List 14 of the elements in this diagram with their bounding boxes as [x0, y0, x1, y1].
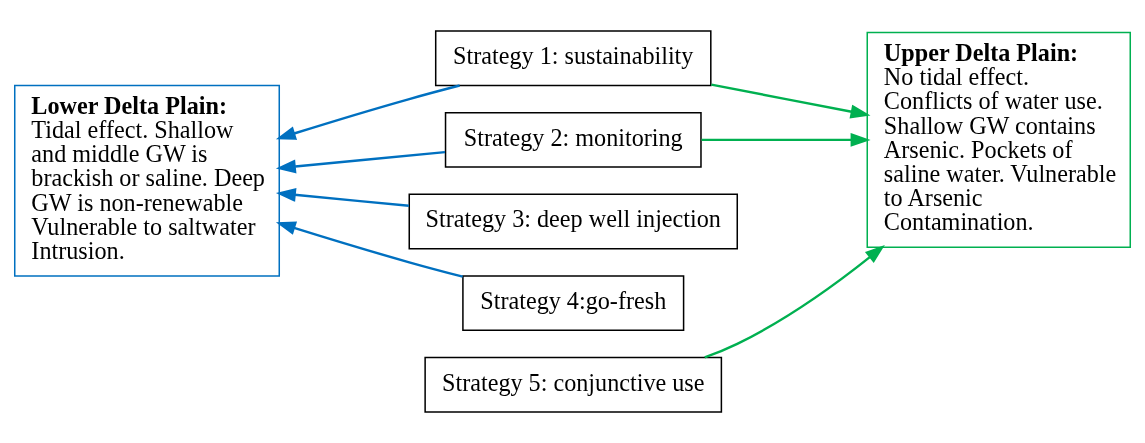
node-box: Strategy 5: conjunctive use	[424, 356, 723, 413]
arrow	[275, 150, 446, 174]
node-box: Strategy 3: deep well injection	[408, 193, 738, 250]
arrow	[275, 84, 460, 140]
node-box: Strategy 4:go-fresh	[462, 275, 685, 332]
arrow	[701, 132, 871, 147]
node-box: Strategy 2: monitoring	[444, 111, 702, 168]
node-box: Lower Delta Plain: Tidal effect. Shallow and middle GW is brackish or saline. Deep GW is non-renewable Vulnerable to saltwater Intrusion.	[14, 84, 280, 277]
arrow	[711, 83, 871, 119]
node-box: Upper Delta Plain: No tidal effect. Conflicts of water use. Shallow GW contains Arsenic. Pockets of saline water. Vulnerable to Arsenic Contamination.	[866, 31, 1131, 248]
node-box: Strategy 1: sustainability	[434, 30, 712, 87]
arrow	[275, 221, 463, 278]
arrow	[275, 187, 409, 207]
arrow	[704, 244, 885, 359]
